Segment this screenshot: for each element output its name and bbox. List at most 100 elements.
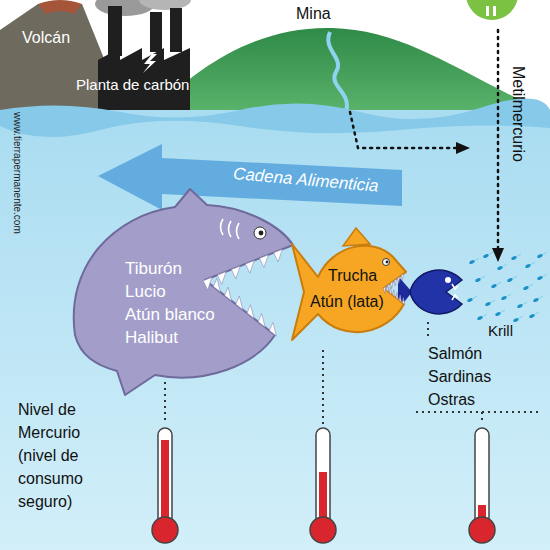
krill-tail [538,296,543,299]
arrowhead [456,142,470,154]
species-label: Krill [488,322,513,340]
place-label: Volcán [22,28,70,47]
krill-tail [502,264,507,267]
krill-swarm [467,252,547,323]
krill [497,265,504,270]
gill [221,219,224,235]
krill [483,253,490,258]
arrowhead [492,248,504,262]
smokestack [108,6,122,56]
krill [485,301,492,306]
gill [229,221,232,237]
pupil [386,261,389,264]
tooth [387,284,389,291]
krill [475,277,482,282]
krill-tail [474,258,479,261]
tooth [213,278,220,292]
tooth [225,287,232,301]
river [328,32,347,112]
logo-mark [486,6,489,16]
tooth [394,279,396,286]
mine-hill [150,28,545,116]
tooth [398,276,400,283]
tooth [258,314,265,328]
flow-label: Metilmercurio [509,66,528,162]
krill [525,263,532,268]
leader-line [164,382,166,424]
bracket [416,412,540,424]
tooth [247,305,254,319]
watermark: www.tierrapermanente.com [11,112,23,234]
water-surface [0,98,550,137]
krill-tail [506,294,511,297]
food-chain-arrow [98,144,402,210]
eye [254,227,266,239]
smoke [139,0,191,10]
tooth [401,274,403,281]
tooth [384,287,386,294]
gill [237,223,240,239]
eye [383,259,390,266]
tooth [391,282,393,289]
place-label: Mina [296,4,331,23]
krill [501,295,508,300]
fish-list-item: Atún blanco [125,305,215,325]
krill [513,317,520,322]
krill [511,255,518,260]
fish-list-item: Atún (lata) [310,292,384,311]
smokestack [170,8,182,52]
krill-tail [488,252,493,255]
krill [529,313,536,318]
krill [507,277,514,282]
water [0,110,550,550]
krill-tail [542,252,547,255]
crater [38,0,82,14]
lightning-bolt [143,54,157,73]
species-label: Ostras [428,390,475,409]
shark-fish: TiburónLucioAtún blancoHalibut [55,185,295,395]
fish-list-item: Halibut [125,328,178,348]
krill-tail [534,312,539,315]
krill-tail [512,276,517,279]
tooth [269,322,276,336]
thermometer [469,428,495,543]
tooth [231,266,240,279]
tooth [203,277,212,290]
krill [537,253,544,258]
tooth [236,296,243,310]
trout-fish: TruchaAtún (lata) [288,232,410,347]
axis-note: Nivel de Mercurio (nivel de consumo segu… [18,398,122,513]
krill [491,283,498,288]
fish-list-item: Trucha [328,266,377,285]
fish-list-item: Tiburón [125,259,182,279]
tooth [245,260,254,273]
krill-tail [516,254,521,257]
tooth [217,272,226,285]
fish-list-item: Lucio [125,282,166,302]
logo-mark [493,6,496,16]
tooth [396,292,398,299]
krill-tail [518,316,523,319]
krill [533,297,540,302]
tooth [274,249,283,262]
krill-tail [542,274,547,277]
leader-line [322,350,324,424]
sky [0,0,550,120]
fish-outline [55,185,295,395]
tooth [260,255,269,268]
species-label: Salmón [428,344,482,363]
fin [343,228,370,246]
tooth [393,290,395,297]
fish-outline [288,232,410,347]
krill [517,303,524,308]
pupil [259,231,264,236]
blue-fish [398,270,462,314]
thermometer [152,428,178,543]
krill-tail [528,284,533,287]
krill-tail [490,300,495,303]
place-label: Planta de carbón [76,76,189,94]
krill [469,259,476,264]
krill [523,285,530,290]
krill [477,315,484,320]
